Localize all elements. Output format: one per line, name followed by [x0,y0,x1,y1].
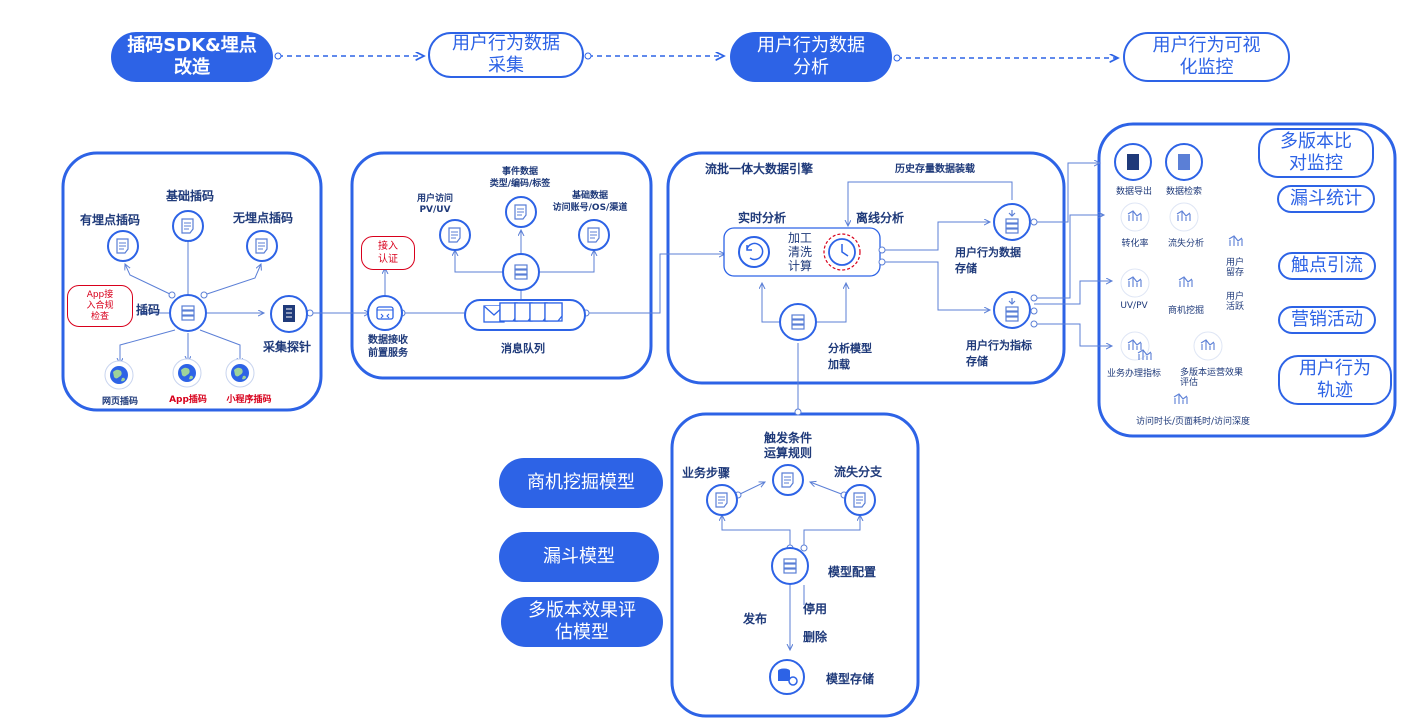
label-user-retention: 用户 留存 [1225,258,1244,278]
model-opportunity-mining: 商机挖掘模型 [499,458,663,508]
access-authentication: 接入 认证 [361,236,415,270]
label-model-config: 模型配置 [827,565,876,579]
label-business-steps: 业务步骤 [681,466,730,480]
label-history-loading: 历史存量数据装载 [895,164,975,175]
label-event-data: 事件数据 类型/编码/标签 [489,167,551,189]
label-realtime-analysis: 实时分析 [737,211,786,225]
panel1-graph [104,210,370,390]
label-multi-version-eval: 多版本运营效果 评估 [1180,368,1244,388]
model-multi-version-eval: 多版本效果评 估模型 [501,597,663,647]
label-conversion-rate: 转化率 [1121,239,1149,249]
label-churn-branch: 流失分支 [833,465,882,479]
label-front-service: 数据接收 前置服务 [368,335,408,359]
tag-touchpoint-traffic: 触点引流 [1278,252,1376,280]
label-churn-analysis: 流失分析 [1167,239,1204,249]
label-base-data: 基础数据 访问账号/OS/渠道 [552,191,628,213]
app-compliance-check: App接 入合规 检查 [67,285,133,327]
label-business-metric: 业务办理指标 [1106,369,1161,379]
label-base-instrumentation: 基础插码 [165,189,214,203]
label-process-clean-compute: 加工 清洗 计算 [787,231,812,273]
tag-funnel-statistics: 漏斗统计 [1277,185,1375,213]
label-web-instrumentation: 网页插码 [101,397,138,407]
label-app-instrumentation: App插码 [169,395,207,405]
label-user-visit: 用户访问 PV/UV [416,194,453,215]
panel4-graph [706,464,876,695]
label-indicator-storage: 用户行为指标 存储 [966,339,1032,368]
stage-data-analysis: 用户行为数据 分析 [730,32,892,82]
panel5-icons [1114,143,1243,405]
label-instrumentation: 插码 [135,303,160,317]
panel-frames [61,122,1397,718]
engine-title: 流批一体大数据引擎 [704,162,813,176]
label-offline-analysis: 离线分析 [855,211,904,225]
label-model-storage: 模型存储 [825,672,874,686]
stage-sdk-instrumentation: 插码SDK&埋点 改造 [111,32,273,82]
model-funnel: 漏斗模型 [499,532,659,582]
tag-marketing-campaign: 营销活动 [1278,306,1376,334]
label-no-point-instrumentation: 无埋点插码 [232,211,293,225]
label-collection-probe: 采集探针 [262,340,311,354]
label-data-export: 数据导出 [1115,187,1152,197]
delete-action[interactable]: 删除 [802,630,827,644]
panel3-graph [723,163,1112,416]
label-model-loading: 分析模型 加载 [828,342,872,371]
label-visit-depth: 访问时长/页面耗时/访问深度 [1135,417,1251,427]
publish-action[interactable]: 发布 [742,612,767,626]
label-data-search: 数据检索 [1165,187,1202,197]
label-opportunity-mining: 商机挖掘 [1167,306,1204,316]
stage-data-collection: 用户行为数据 采集 [428,32,584,78]
stop-action[interactable]: 停用 [802,602,827,616]
label-message-queue: 消息队列 [501,342,545,355]
tag-multi-version-monitor: 多版本比 对监控 [1258,128,1374,178]
label-trigger-rules: 触发条件 运算规则 [763,431,812,460]
label-behavior-storage: 用户行为数据 存储 [955,246,1021,275]
label-uvpv: UV/PV [1120,301,1148,311]
stage-connectors [274,53,1118,61]
stage-visual-monitoring: 用户行为可视 化监控 [1123,32,1290,82]
label-has-point-instrumentation: 有埋点插码 [79,213,140,227]
label-user-active: 用户 活跃 [1225,292,1244,312]
tag-user-behavior-track: 用户行为 轨迹 [1278,355,1392,405]
label-miniapp-instrumentation: 小程序插码 [226,395,272,405]
panel2-graph [367,196,725,331]
